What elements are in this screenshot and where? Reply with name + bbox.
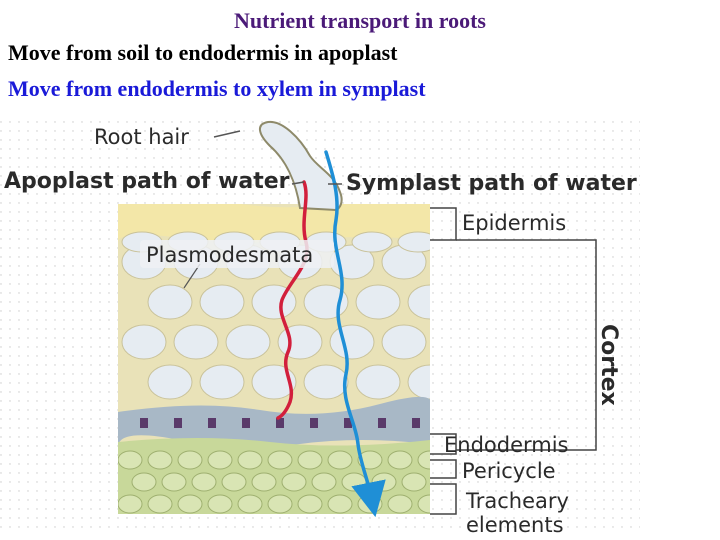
casparian-strip (412, 418, 420, 428)
pericycle-cell (401, 472, 427, 492)
pericycle-cell (237, 494, 263, 514)
cortex-cell (173, 324, 219, 360)
pericycle-label: Pericycle (462, 459, 556, 483)
cortex-cell (251, 284, 297, 320)
pericycle-cell (417, 494, 430, 514)
pericycle-cell (387, 450, 413, 470)
slide-title: Nutrient transport in roots (234, 8, 486, 33)
pericycle-cell (118, 450, 143, 470)
epidermis-label: Epidermis (462, 211, 566, 235)
pericycle-cell (371, 472, 397, 492)
pericycle-cell (177, 450, 203, 470)
root-tissue (118, 204, 430, 514)
apoplast-statement: Move from soil to endodermis in apoplast (8, 40, 398, 65)
pericycle-cell (221, 472, 247, 492)
cortex-cell (147, 364, 193, 400)
casparian-strip (310, 418, 318, 428)
root-hair-leader (213, 130, 241, 138)
pericycle-cell (237, 450, 263, 470)
root-hair (259, 120, 343, 212)
pericycle-cell (251, 472, 277, 492)
pericycle-cell (177, 494, 203, 514)
casparian-strip (208, 418, 216, 428)
pericycle-cell (297, 494, 323, 514)
cortex-label: Cortex (596, 324, 621, 406)
pericycle-cell (147, 494, 173, 514)
pericycle-cell (311, 472, 337, 492)
pericycle-cell (327, 450, 353, 470)
tracheary-label-line1: Tracheary (465, 489, 569, 513)
cortex-cell (121, 324, 167, 360)
cortex-cell (147, 284, 193, 320)
cortex-cell (329, 324, 375, 360)
cortex-cell (381, 324, 427, 360)
pericycle-cell (281, 472, 307, 492)
pericycle-cell (417, 450, 430, 470)
cortex-cell (355, 284, 401, 320)
pericycle-cell (341, 472, 367, 492)
cortex-cell (397, 231, 430, 253)
pericycle-cell (327, 494, 353, 514)
pericycle-cell (131, 472, 157, 492)
apoplast-path-line (276, 180, 309, 420)
pericycle-cell (118, 494, 143, 514)
pericycle-cell (207, 450, 233, 470)
plasmodesmata-label: Plasmodesmata (146, 243, 313, 267)
pericycle-cell (387, 494, 413, 514)
layer-brackets (430, 207, 597, 515)
apoplast-leader (291, 181, 305, 185)
root-hair-label: Root hair (94, 125, 189, 149)
cortex-cell (225, 324, 271, 360)
apoplast-path-label: Apoplast path of water (4, 169, 290, 194)
pericycle-cell (191, 472, 217, 492)
endodermis-label: Endodermis (444, 433, 569, 457)
casparian-strip (344, 418, 352, 428)
cortex-cell (351, 231, 393, 253)
casparian-strip (140, 418, 148, 428)
casparian-strip (242, 418, 250, 428)
root-transport-diagram: Root hair Apoplast path of water Symplas… (0, 120, 640, 537)
pericycle-cell (297, 450, 323, 470)
pericycle-cell (161, 472, 187, 492)
cortex-cell (355, 364, 401, 400)
pericycle-cell (207, 494, 233, 514)
casparian-strip (378, 418, 386, 428)
cortex-cell (199, 364, 245, 400)
cortex-cell (251, 364, 297, 400)
pericycle-cell (267, 494, 293, 514)
pericycle-cells (118, 450, 430, 514)
symplast-statement: Move from endodermis to xylem in symplas… (8, 76, 426, 101)
symplast-path-line (324, 150, 386, 518)
pericycle-cell (147, 450, 173, 470)
cortex-cell (277, 324, 323, 360)
casparian-strip (174, 418, 182, 428)
cortex-cell (407, 284, 430, 320)
cortex-cell (407, 364, 430, 400)
cortex-cell (199, 284, 245, 320)
plasmodesmata-label-bg (140, 240, 334, 268)
casparian-strips (140, 418, 420, 428)
tracheary-label-line2: elements (466, 513, 564, 537)
symplast-path-label: Symplast path of water (346, 171, 637, 196)
endodermis-band (118, 396, 430, 448)
pericycle-cell (267, 450, 293, 470)
cortex-cell (303, 364, 349, 400)
casparian-strip (276, 418, 284, 428)
